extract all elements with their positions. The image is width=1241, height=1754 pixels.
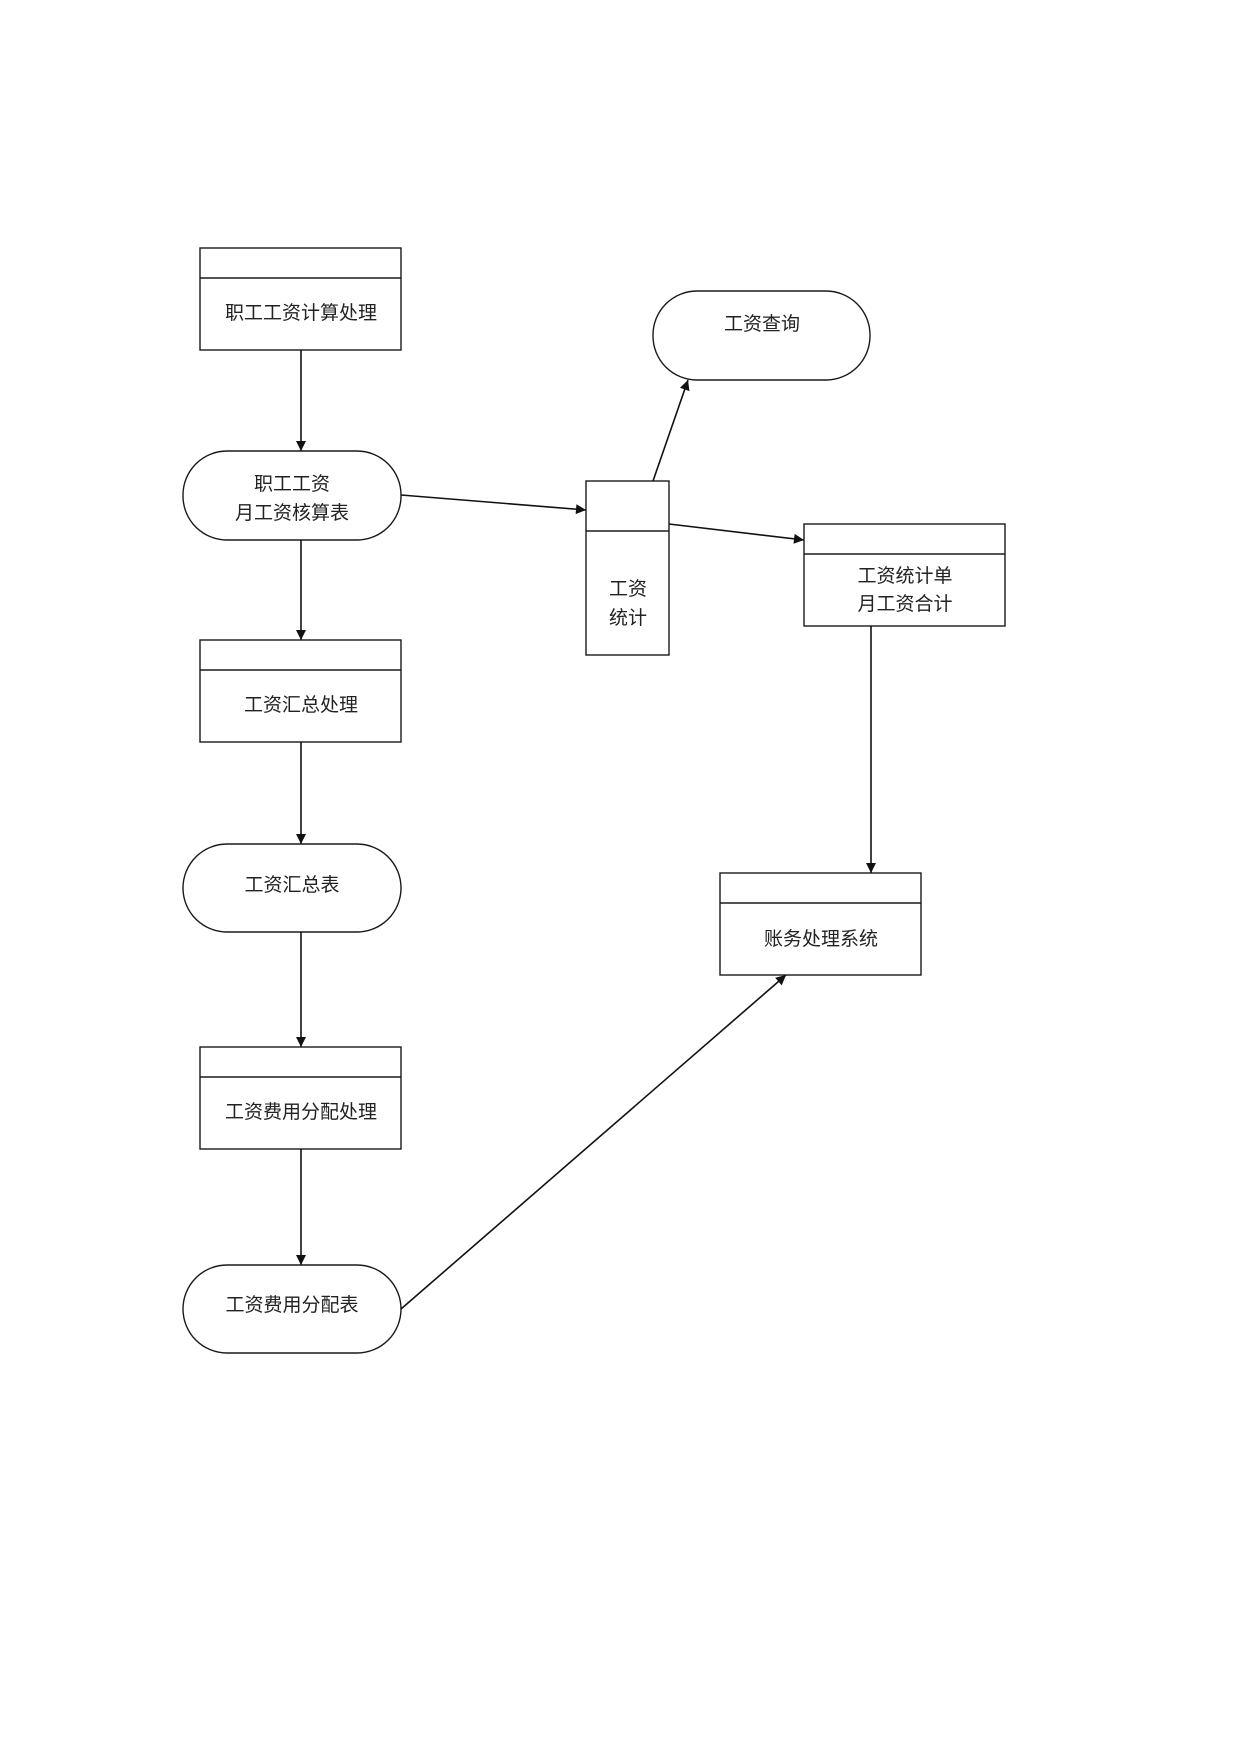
document-summary-sheet: 工资汇总表 bbox=[182, 843, 402, 933]
process-box-frame bbox=[803, 523, 1006, 627]
document-label: 工资查询 bbox=[724, 313, 800, 335]
process-box-label-line-1: 工资统计单 bbox=[857, 565, 952, 587]
document-frame bbox=[182, 843, 402, 933]
process-box-label-line-1: 工资 bbox=[609, 578, 647, 600]
arrow-salary-stats-to-stats-sheet bbox=[668, 523, 805, 544]
document-salary-query: 工资查询 bbox=[652, 290, 871, 381]
process-box-label-line-2: 统计 bbox=[609, 607, 647, 629]
document-frame bbox=[182, 450, 402, 541]
arrow-salary-stats-to-salary-query bbox=[652, 379, 690, 482]
process-box-label: 工资汇总处理 bbox=[244, 694, 358, 716]
process-box-label: 工资费用分配处理 bbox=[225, 1101, 377, 1123]
arrow-monthly-sheet-to-salary-stats bbox=[400, 494, 587, 515]
process-box-label: 职工工资计算处理 bbox=[225, 302, 377, 324]
document-label-line-2: 月工资核算表 bbox=[235, 502, 349, 524]
process-box-salary-stats: 工资 统计 bbox=[585, 480, 670, 656]
process-box-frame bbox=[199, 247, 402, 351]
process-box-summary: 工资汇总处理 bbox=[199, 639, 402, 743]
process-box-allocation: 工资费用分配处理 bbox=[199, 1046, 402, 1150]
process-box-frame bbox=[199, 1046, 402, 1150]
document-label: 工资费用分配表 bbox=[225, 1294, 358, 1316]
document-frame bbox=[652, 290, 871, 381]
arrow-allocation-sheet-to-accounting-system bbox=[400, 974, 787, 1310]
process-box-stats-sheet: 工资统计单 月工资合计 bbox=[803, 523, 1006, 627]
process-box-frame bbox=[585, 480, 670, 656]
document-label-line-1: 职工工资 bbox=[254, 473, 330, 495]
process-box-frame bbox=[199, 639, 402, 743]
process-box-label: 账务处理系统 bbox=[764, 928, 878, 950]
process-box-label-line-2: 月工资合计 bbox=[857, 593, 952, 615]
document-monthly-payroll-sheet: 职工工资 月工资核算表 bbox=[182, 450, 402, 541]
document-allocation-sheet: 工资费用分配表 bbox=[182, 1264, 402, 1354]
process-box-frame bbox=[719, 872, 922, 976]
process-box-payroll-calc: 职工工资计算处理 bbox=[199, 247, 402, 351]
process-box-accounting-system: 账务处理系统 bbox=[719, 872, 922, 976]
document-label: 工资汇总表 bbox=[244, 874, 339, 896]
